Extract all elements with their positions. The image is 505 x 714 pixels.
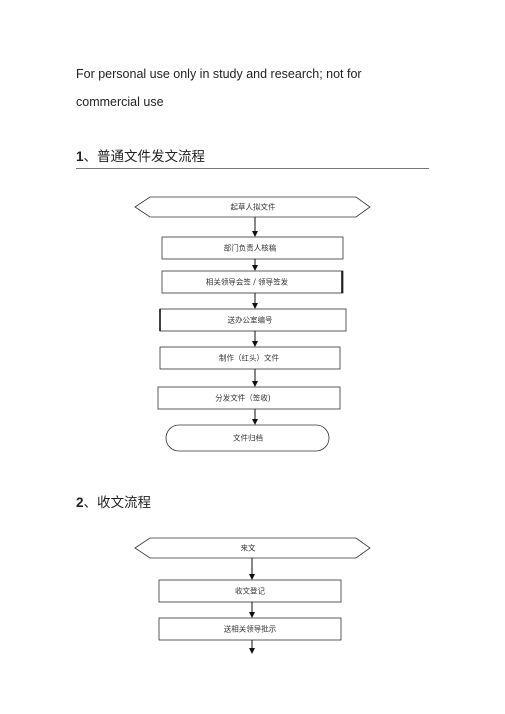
flow1-step-4-label: 送办公室编号: [228, 315, 273, 325]
flow1-step-1-label: 起草人拟文件: [231, 202, 276, 212]
section-2-heading: 2、收文流程: [76, 491, 151, 511]
flow1-step-5-box: [159, 346, 341, 370]
section-2-title: 、收文流程: [83, 495, 152, 511]
flow1-step-5-label: 制作（红头）文件: [219, 353, 279, 363]
section-1-divider: [76, 168, 429, 169]
usage-notice-line-1: For personal use only in study and resea…: [76, 67, 362, 81]
flow2-step-3-box: [158, 617, 342, 641]
flow2-step-2-box: [158, 579, 342, 603]
flow1-step-7-terminal: [165, 424, 330, 452]
usage-notice-line-2: commercial use: [76, 95, 164, 109]
flow1-step-1-hexagon: [134, 196, 371, 218]
flow1-step-2-box: [161, 236, 344, 260]
section-1-heading: 1、普通文件发文流程: [76, 145, 205, 165]
flow1-step-7-label: 文件归档: [233, 433, 263, 443]
incoming-document-flowchart: 来文 收文登记 送相关领导批示: [134, 537, 371, 654]
flow2-step-3-label: 送相关领导批示: [224, 624, 277, 634]
flow1-step-3-box: [161, 270, 344, 294]
section-1-number: 1: [76, 149, 84, 164]
flow1-step-3-label: 相关领导会签 / 领导签发: [206, 277, 289, 287]
flow1-step-2-label: 部门负责人核稿: [224, 243, 277, 253]
flow2-step-2-label: 收文登记: [235, 586, 265, 596]
section-1-title: 、普通文件发文流程: [83, 149, 206, 165]
section-2-number: 2: [76, 495, 84, 510]
flow1-step-6-label: 分发文件（签收): [215, 393, 270, 403]
flow1-step-6-box: [157, 386, 341, 410]
flow2-step-1-label: 来文: [241, 543, 256, 553]
flow2-step-1-hexagon: [134, 537, 371, 559]
outgoing-document-flowchart: 起草人拟文件 部门负责人核稿 相关领导会签 / 领导签发 送办公室编号 制作（红…: [134, 196, 371, 452]
